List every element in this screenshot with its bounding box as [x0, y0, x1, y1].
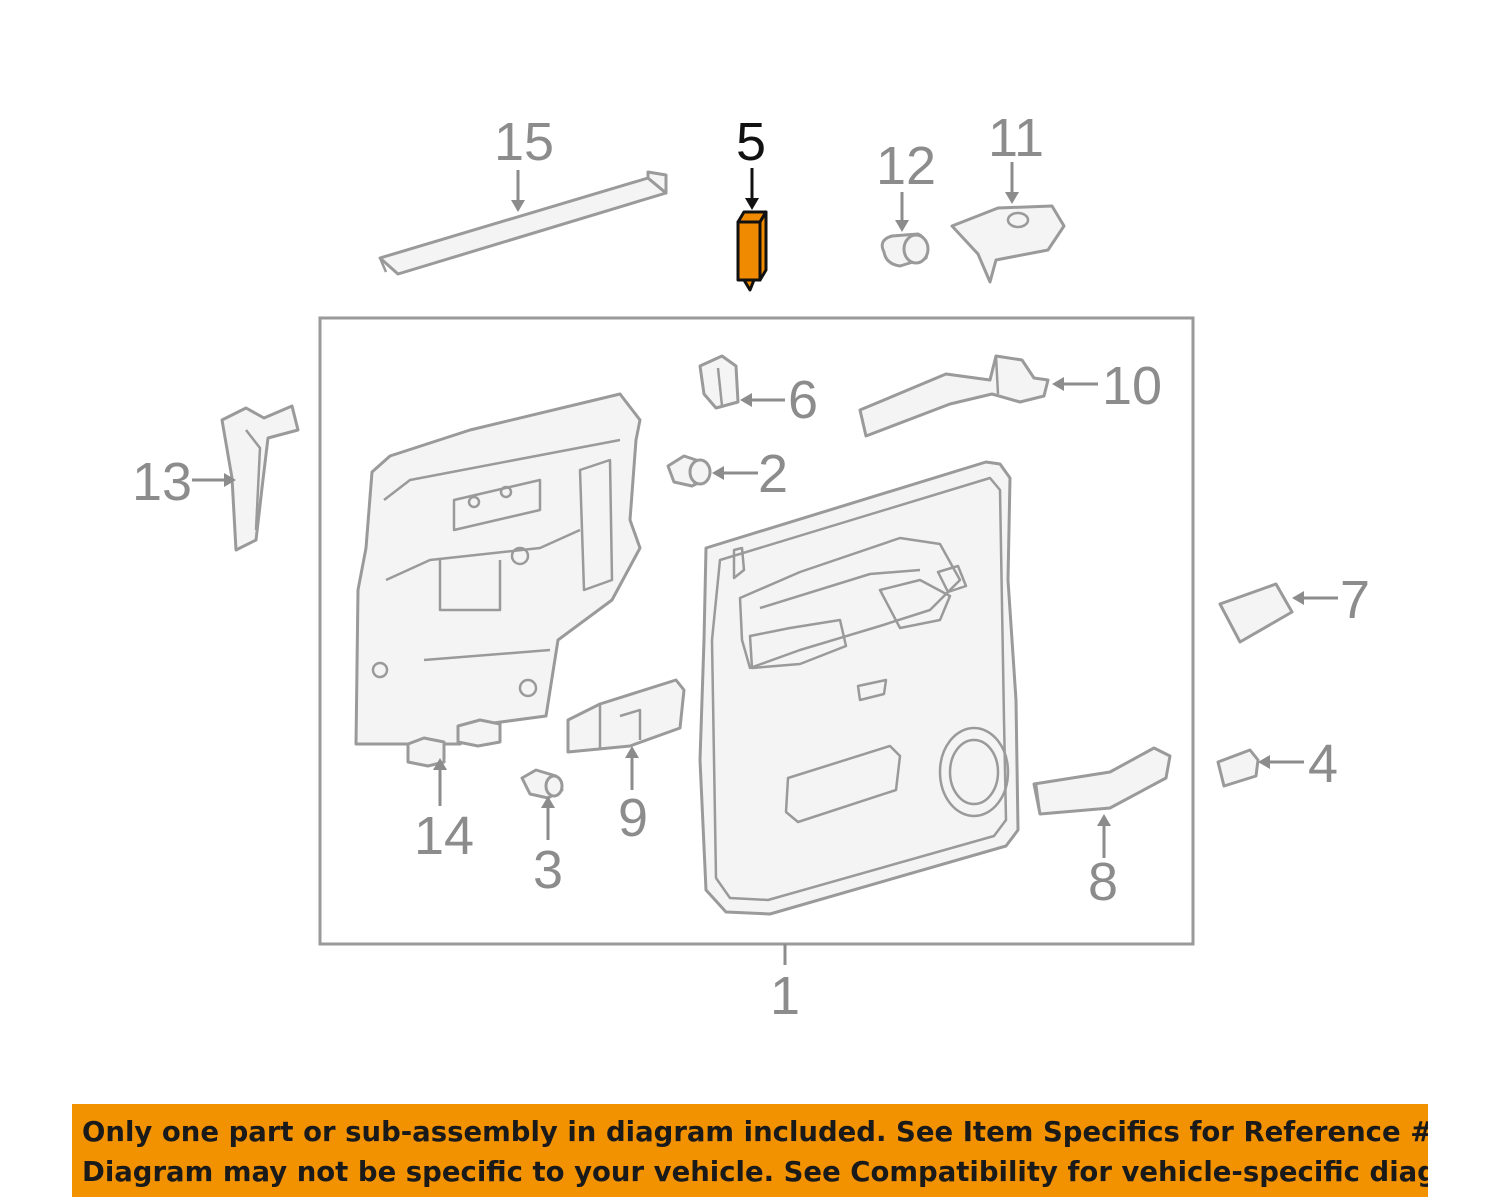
callout-8: 8	[1088, 852, 1118, 912]
assembly-frame	[318, 316, 1195, 946]
part-3-fastener[interactable]	[520, 768, 564, 800]
part-5-clip[interactable]	[736, 210, 768, 292]
callout-4: 4	[1308, 734, 1338, 794]
callout-11: 11	[988, 108, 1044, 168]
part-7-bezel[interactable]	[1218, 582, 1294, 644]
part-11-bracket[interactable]	[950, 204, 1066, 284]
part-12-grommet[interactable]	[880, 232, 930, 268]
arrowheads	[224, 192, 1304, 826]
callout-10: 10	[1102, 356, 1162, 416]
part-10-handle[interactable]	[858, 354, 1050, 438]
disclaimer-line-2: Diagram may not be specific to your vehi…	[82, 1156, 1428, 1188]
callout-9: 9	[618, 788, 648, 848]
callout-15: 15	[494, 112, 554, 172]
arrow-5	[745, 198, 759, 210]
callout-14: 14	[414, 806, 474, 866]
callout-2: 2	[758, 444, 788, 504]
disclaimer-line-1: Only one part or sub-assembly in diagram…	[82, 1116, 1428, 1148]
callout-13: 13	[132, 452, 192, 512]
callout-1: 1	[770, 966, 800, 1026]
part-8-pullcup[interactable]	[1032, 746, 1172, 816]
part-2-fastener[interactable]	[666, 454, 712, 488]
inner-door-panel	[354, 392, 642, 746]
part-14-clip[interactable]	[406, 718, 502, 768]
callout-6: 6	[788, 370, 818, 430]
part-13-trim[interactable]	[220, 404, 300, 552]
part-9-bezel[interactable]	[566, 678, 686, 754]
callout-5: 5	[736, 112, 766, 172]
part-6-clip[interactable]	[698, 354, 740, 410]
callout-7: 7	[1340, 570, 1370, 630]
part-4-cover[interactable]	[1216, 748, 1260, 788]
callout-3: 3	[533, 840, 563, 900]
part-15-weatherstrip[interactable]	[378, 170, 668, 276]
callout-12: 12	[876, 136, 936, 196]
disclaimer-banner: Only one part or sub-assembly in diagram…	[72, 1104, 1428, 1197]
door-trim-panel	[698, 460, 1020, 916]
